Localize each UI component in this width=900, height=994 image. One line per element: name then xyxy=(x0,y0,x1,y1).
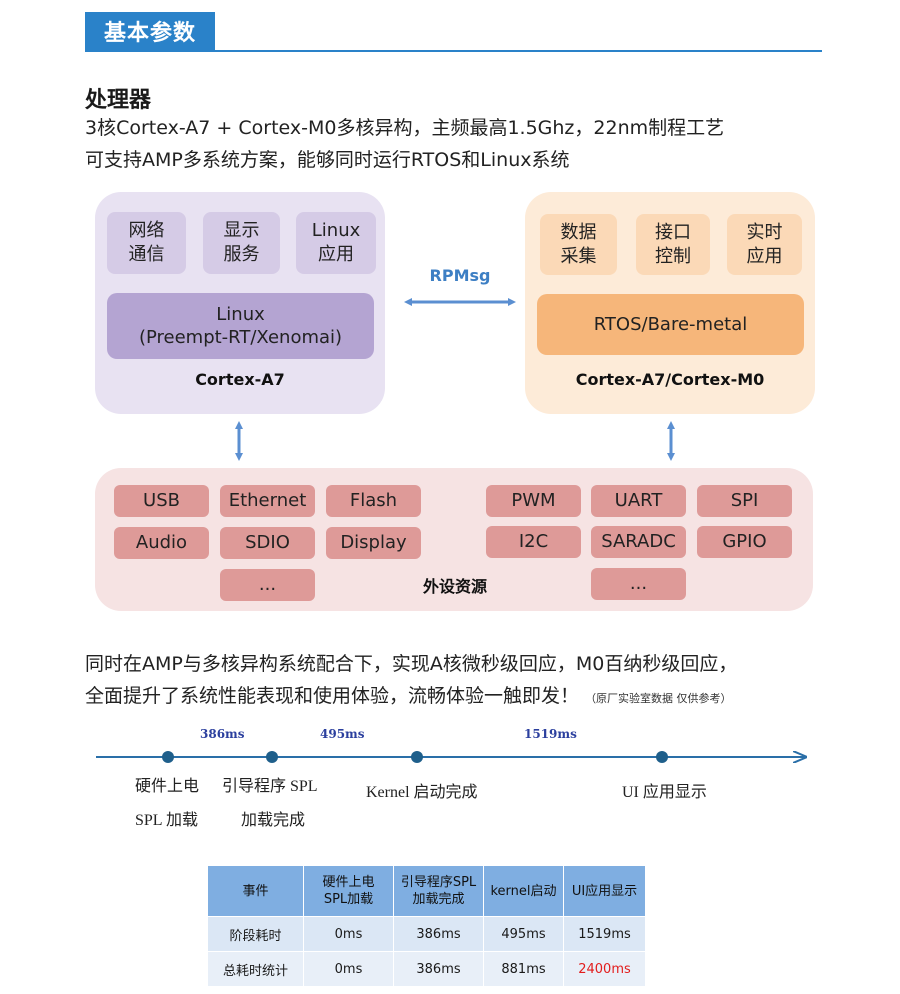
peripheral-more-left: ... xyxy=(220,569,315,601)
interval-label-3: 1519ms xyxy=(524,727,577,741)
peripheral-i2c: I2C xyxy=(486,526,581,558)
tile-data-acquisition: 数据采集 xyxy=(540,214,617,275)
peripheral-gpio: GPIO xyxy=(697,526,792,558)
table-cell: 阶段耗时 xyxy=(207,916,304,952)
peripherals-panel xyxy=(95,468,813,611)
timeline-dot-spl xyxy=(266,751,278,763)
event-power-on-line2: SPL 加载 xyxy=(135,812,198,829)
peripheral-usb: USB xyxy=(114,485,209,517)
table-cell: 386ms xyxy=(393,951,484,987)
lab-data-note: （原厂实验室数据 仅供参考） xyxy=(585,692,732,705)
table-header-cell: 事件 xyxy=(207,865,304,917)
event-power-on-line1: 硬件上电 xyxy=(135,778,200,795)
peripheral-pwm: PWM xyxy=(486,485,581,517)
cortex-m0-caption: Cortex-A7/Cortex-M0 xyxy=(575,370,765,389)
processor-amp-line: 可支持AMP多系统方案，能够同时运行RTOS和Linux系统 xyxy=(85,149,570,171)
section-header-tab: 基本参数 xyxy=(85,12,215,50)
peripheral-spi: SPI xyxy=(697,485,792,517)
table-cell: 386ms xyxy=(393,916,484,952)
table-cell: 0ms xyxy=(303,951,394,987)
table-cell: 总耗时统计 xyxy=(207,951,304,987)
timeline-dot-kernel xyxy=(411,751,423,763)
table-header-cell: UI应用显示 xyxy=(563,865,646,917)
section-header-rule xyxy=(85,50,822,52)
table-header-cell: kernel启动 xyxy=(483,865,564,917)
table-row: 总耗时统计 0ms 386ms 881ms 2400ms xyxy=(207,951,646,987)
peripheral-flash: Flash xyxy=(326,485,421,517)
summary-line-2-text: 全面提升了系统性能表现和使用体验，流畅体验一触即发！ xyxy=(85,685,580,707)
timeline-dot-power-on xyxy=(162,751,174,763)
table-cell: 0ms xyxy=(303,916,394,952)
table-cell: 495ms xyxy=(483,916,564,952)
tile-network: 网络通信 xyxy=(107,212,186,274)
processor-title: 处理器 xyxy=(85,88,152,113)
rtos-core-block: RTOS/Bare-metal xyxy=(537,294,804,355)
peripherals-caption: 外设资源 xyxy=(422,577,487,596)
event-spl-line2: 加载完成 xyxy=(241,812,306,829)
tile-display-service: 显示服务 xyxy=(203,212,280,274)
peripheral-display: Display xyxy=(326,527,421,559)
tile-interface-control: 接口控制 xyxy=(636,214,710,275)
linux-core-block: Linux(Preempt-RT/Xenomai) xyxy=(107,293,374,359)
tile-realtime-app: 实时应用 xyxy=(727,214,802,275)
rpmsg-label: RPMsg xyxy=(429,266,491,285)
table-row: 阶段耗时 0ms 386ms 495ms 1519ms xyxy=(207,916,646,952)
peripheral-sdio: SDIO xyxy=(220,527,315,559)
summary-line-1: 同时在AMP与多核异构系统配合下，实现A核微秒级回应，M0百纳秒级回应， xyxy=(85,653,738,675)
table-cell: 881ms xyxy=(483,951,564,987)
timeline-dot-ui xyxy=(656,751,668,763)
peripheral-more-right: ... xyxy=(591,568,686,600)
event-ui: UI 应用显示 xyxy=(622,784,707,801)
cortex-a7-caption: Cortex-A7 xyxy=(195,370,285,389)
table-cell: 1519ms xyxy=(563,916,646,952)
table-cell-total-highlight: 2400ms xyxy=(563,951,646,987)
interval-label-1: 386ms xyxy=(200,727,245,741)
peripheral-audio: Audio xyxy=(114,527,209,559)
peripheral-saradc: SARADC xyxy=(591,526,686,558)
interval-label-2: 495ms xyxy=(320,727,365,741)
summary-line-2: 全面提升了系统性能表现和使用体验，流畅体验一触即发！ （原厂实验室数据 仅供参考… xyxy=(85,681,732,708)
event-spl-line1: 引导程序 SPL xyxy=(222,778,318,795)
processor-spec-line: 3核Cortex-A7 + Cortex-M0多核异构，主频最高1.5Ghz，2… xyxy=(85,117,725,139)
peripheral-ethernet: Ethernet xyxy=(220,485,315,517)
event-kernel: Kernel 启动完成 xyxy=(366,784,478,801)
peripheral-uart: UART xyxy=(591,485,686,517)
